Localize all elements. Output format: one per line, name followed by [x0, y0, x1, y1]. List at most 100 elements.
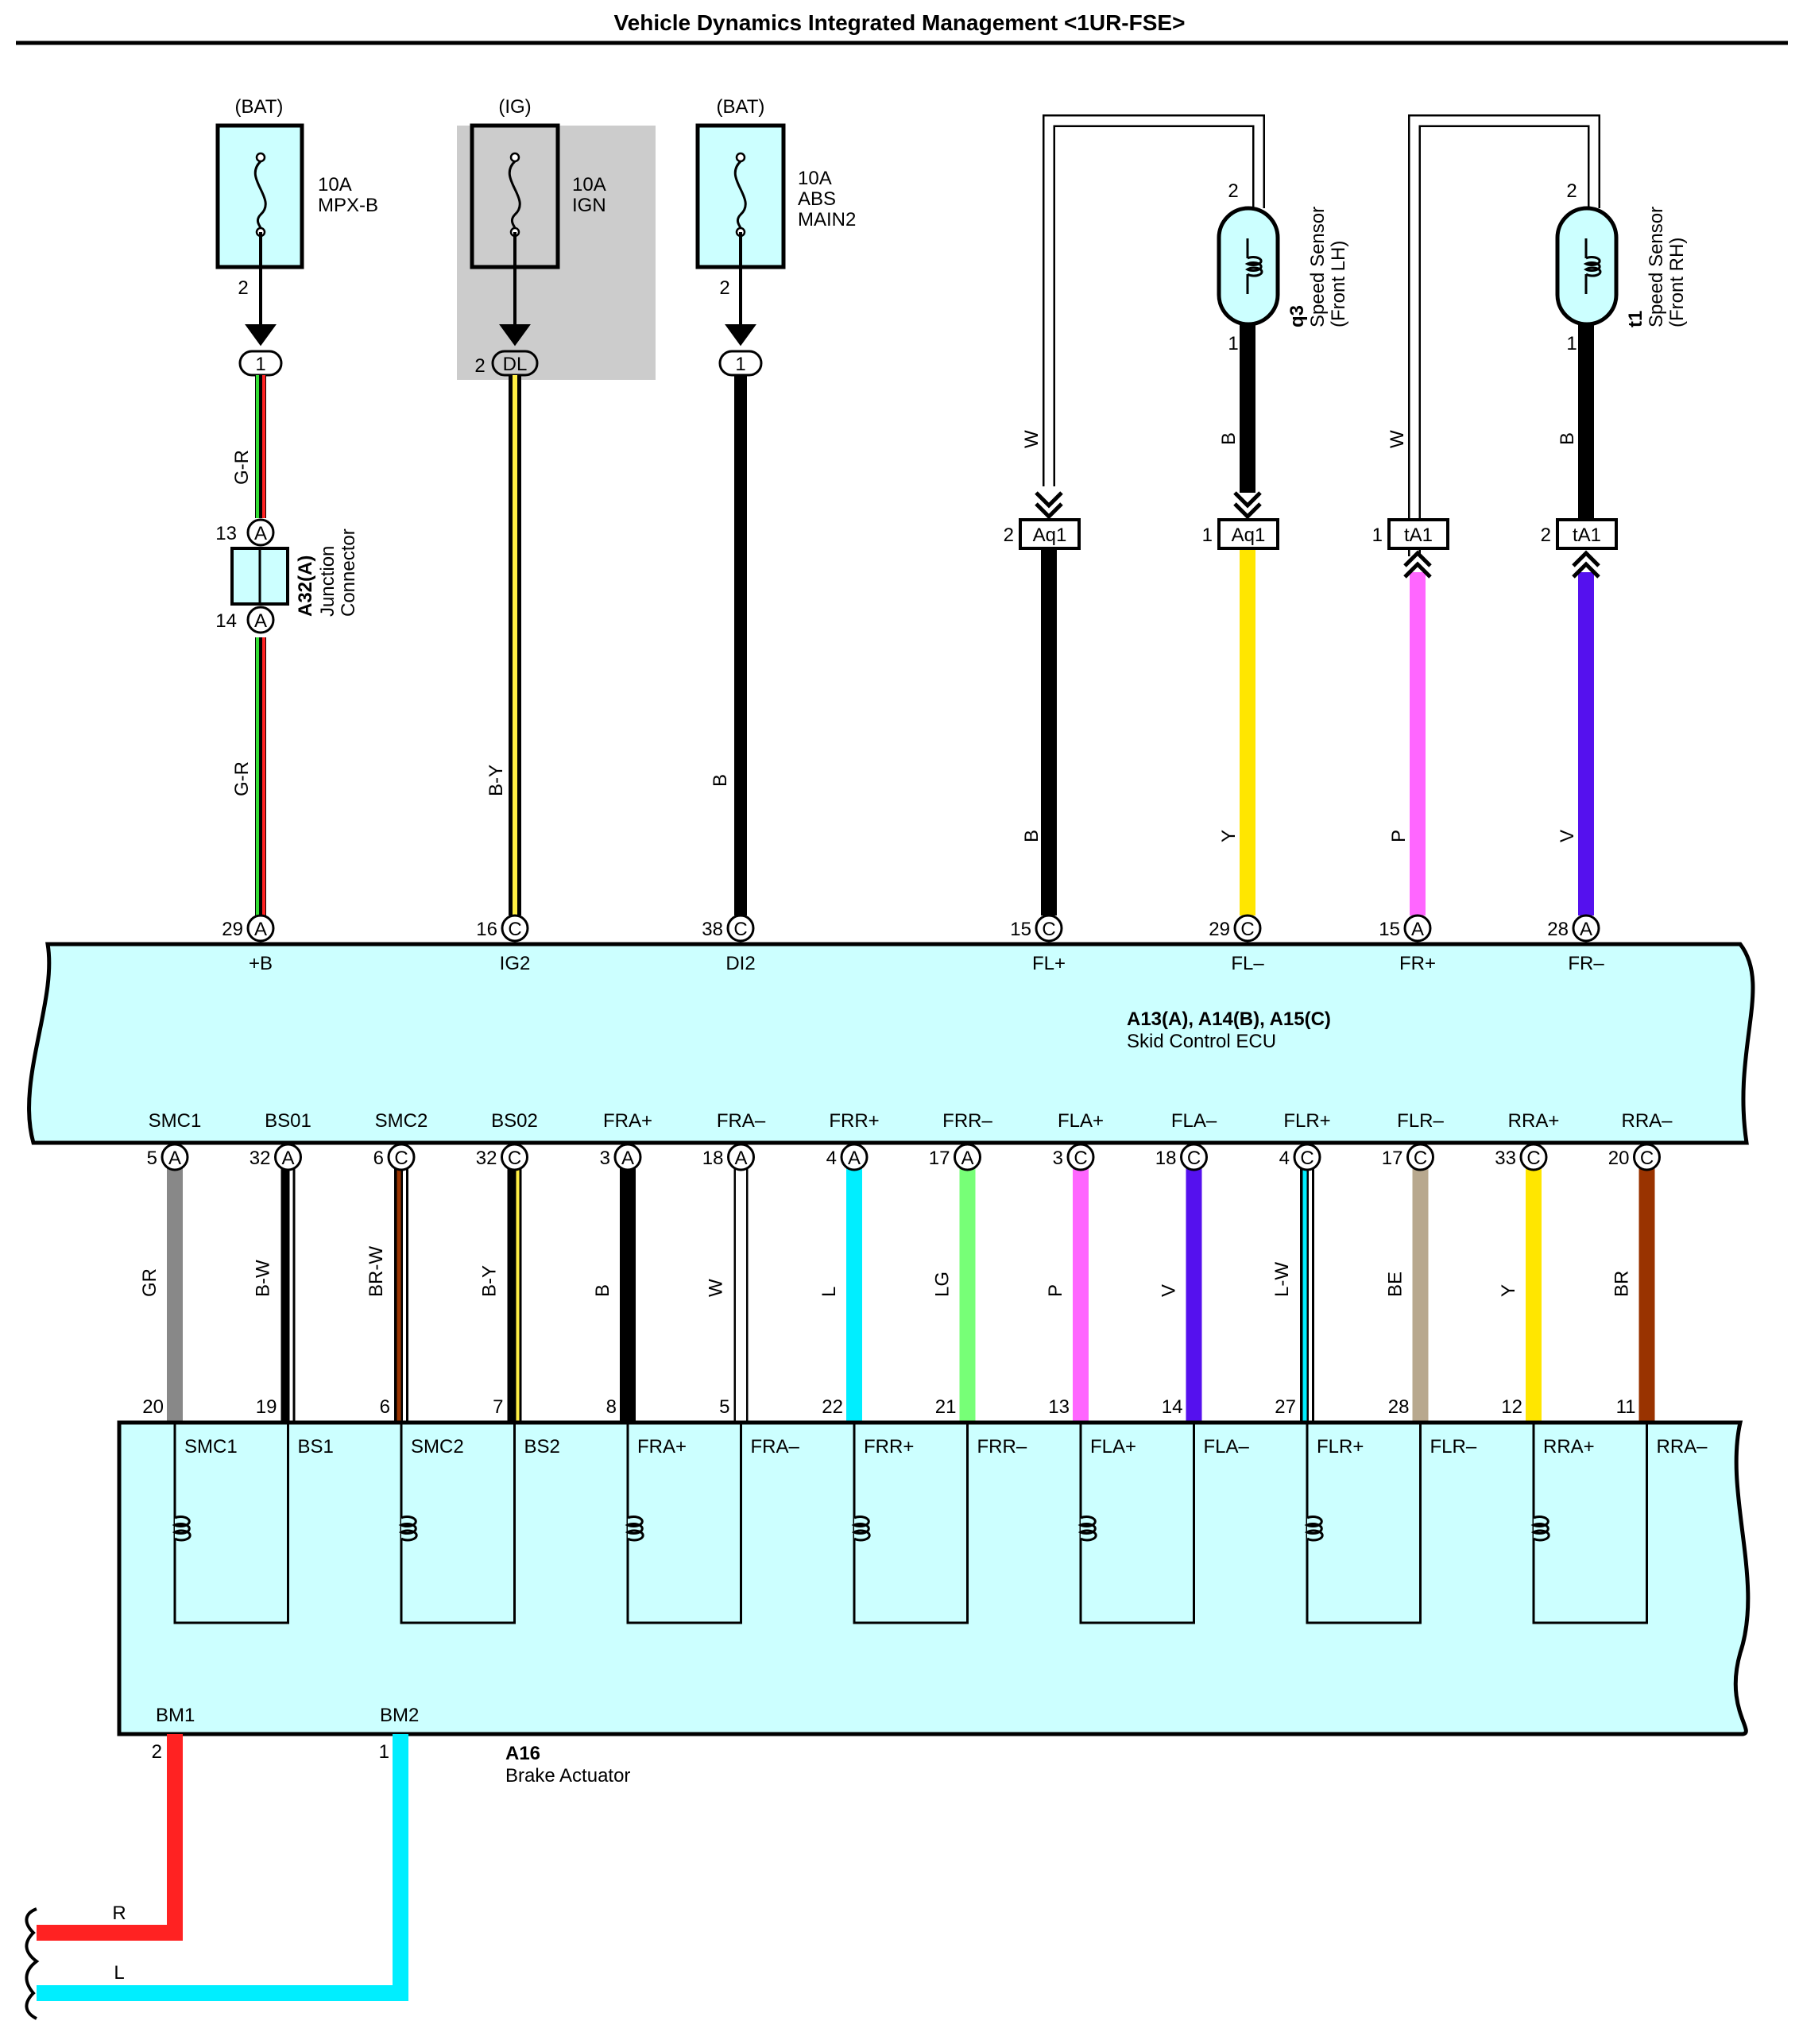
wire-label: BR — [1611, 1271, 1633, 1297]
fuse-supply-label: (BAT) — [717, 96, 765, 118]
ecu-bottom-pin: RRA–C20 — [1608, 1110, 1673, 1171]
wire-l: L — [818, 1168, 862, 1423]
fuse-pin: 2 — [719, 277, 729, 299]
sensor-code: t1 — [1625, 311, 1646, 327]
junction-connector-2: 1 — [718, 350, 763, 377]
pin-letter: C — [1300, 1148, 1313, 1169]
wire-br-w: BR-W — [366, 1168, 408, 1423]
junction-block-label: Junction — [317, 546, 339, 617]
wire-label: L-W — [1271, 1262, 1293, 1297]
actuator-terminal: FLR+ — [1317, 1436, 1364, 1458]
ground-wires: 2 1 R L — [25, 1734, 408, 2020]
junction-block-a32: A 13 A 14 A32(A) Junction Connector — [215, 518, 359, 634]
wire-label: GR — [139, 1268, 161, 1297]
connector-code: Aq1 — [1033, 525, 1067, 546]
actuator-terminal: FRA– — [751, 1436, 800, 1458]
actuator-terminal: FLA– — [1204, 1436, 1250, 1458]
ecu-bottom-pins: SMC1A5BS01A32SMC2C6BS02C32FRA+A3FRA–A18F… — [147, 1110, 1673, 1171]
pin-number: 15 — [1379, 919, 1400, 940]
fuse-abs-main2: (BAT) 10A ABS MAIN2 2 — [695, 96, 856, 299]
pin-number: 8 — [606, 1396, 617, 1418]
ecu-bottom-pin: FLR–C17 — [1382, 1110, 1444, 1171]
junction-block-label: Connector — [338, 528, 359, 617]
ecu-terminal: FL+ — [1032, 953, 1066, 974]
pin-number: 33 — [1495, 1148, 1516, 1169]
pin-number: 16 — [476, 919, 497, 940]
diagram-title: Vehicle Dynamics Integrated Management <… — [614, 10, 1186, 35]
pin-number: 4 — [1279, 1148, 1290, 1169]
pin-number: 7 — [493, 1396, 503, 1418]
fuse-name-line2: MAIN2 — [798, 209, 856, 230]
actuator-terminal: BS1 — [298, 1436, 334, 1458]
fuse-pin: 2 — [238, 277, 248, 299]
sensor-label: Speed Sensor — [1646, 207, 1667, 327]
fuse-rating: 10A — [318, 174, 352, 195]
pin-number: 13 — [1048, 1396, 1070, 1418]
ecu-bottom-pin: RRA+C33 — [1495, 1110, 1559, 1171]
wire-label: B — [710, 774, 731, 787]
pin-number: 29 — [1209, 919, 1230, 940]
pin-number: 18 — [1155, 1148, 1177, 1169]
solenoid-coil-icon — [172, 1423, 289, 1624]
pin-letter: C — [394, 1148, 408, 1169]
pin-letter: C — [1640, 1148, 1654, 1169]
wire-lg: LG — [932, 1168, 976, 1423]
wire-label: B-Y — [479, 1265, 501, 1297]
ecu-terminal: FL– — [1231, 953, 1264, 974]
actuator-terminal: BS2 — [524, 1436, 560, 1458]
wire-gr: GR — [139, 1168, 183, 1423]
pin-number: 6 — [373, 1148, 384, 1169]
pin-letter: A — [168, 1148, 181, 1169]
pin-letter: C — [733, 919, 747, 940]
wire-br: BR — [1611, 1168, 1655, 1423]
pin-letter: A — [734, 1148, 747, 1169]
wire-label: BE — [1385, 1272, 1406, 1297]
wire-v: V — [1159, 1168, 1202, 1423]
wire-label: W — [1021, 430, 1043, 448]
ecu-bottom-pin: FRA+A3 — [600, 1110, 652, 1171]
connector-pin: 2 — [474, 355, 485, 377]
pin-letter: A — [281, 1148, 294, 1169]
pin-number: 1 — [1228, 333, 1238, 354]
wire-break-icon — [25, 1907, 40, 2020]
ecu-terminal: SMC2 — [375, 1110, 428, 1132]
actuator-terminal: FRR+ — [864, 1436, 914, 1458]
coil-icon — [1244, 256, 1263, 277]
pin-number: 18 — [702, 1148, 724, 1169]
ecu-top-pins: A29+BC16IG2C38DI2C15FL+C29FL–A15FR+A28FR… — [222, 914, 1604, 974]
upper-wires — [255, 114, 1600, 916]
ecu-terminal: IG2 — [500, 953, 531, 974]
junction-connector-dl: DL 2 — [474, 350, 539, 377]
actuator-terminal: BM2 — [380, 1705, 419, 1726]
wire-label: Y — [1498, 1284, 1519, 1297]
fuse-icon — [253, 152, 267, 238]
pin-number: 19 — [256, 1396, 277, 1418]
inline-connector-aq1-2: Aq1 2 — [1004, 491, 1081, 550]
fuse-supply-label: (BAT) — [235, 96, 284, 118]
pin-letter: C — [1526, 1148, 1540, 1169]
pin-number: 2 — [152, 1741, 162, 1763]
actuator-code: A16 — [505, 1743, 540, 1764]
wire-label: B-Y — [486, 765, 507, 796]
pin-number: 3 — [600, 1148, 610, 1169]
pin-letter: A — [848, 1148, 861, 1169]
fuse-outputs — [245, 232, 756, 346]
actuator-terminal: RRA+ — [1543, 1436, 1595, 1458]
pin-number: 1 — [1566, 333, 1577, 354]
pin-number: 5 — [719, 1396, 729, 1418]
ecu-terminal: FR– — [1568, 953, 1604, 974]
ecu-terminal: FLR+ — [1283, 1110, 1330, 1132]
connector-code: tA1 — [1404, 525, 1433, 546]
pin-letter: C — [508, 1148, 521, 1169]
solenoid-coil-icon — [398, 1423, 516, 1624]
sensor-label: Speed Sensor — [1307, 207, 1329, 327]
solenoid-coil-icon — [1304, 1423, 1422, 1624]
pin-number: 27 — [1275, 1396, 1296, 1418]
pin-number: 14 — [215, 610, 237, 632]
